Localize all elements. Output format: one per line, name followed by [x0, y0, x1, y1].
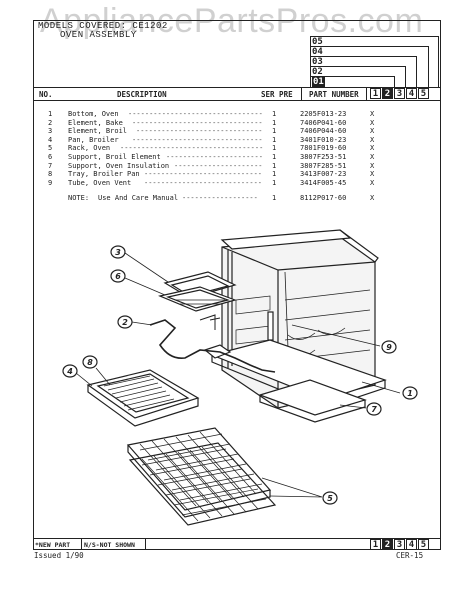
callout-label: 6 [115, 272, 121, 281]
table-row: 5 Rack, Oven ---------------------------… [48, 144, 375, 153]
model-box-2: 2 [382, 88, 393, 99]
note-row: NOTE: Use And Care Manual --------------… [68, 194, 375, 203]
issued-date: Issued 1/90 [34, 551, 84, 560]
revision-staircase: 05 04 03 02 01 [306, 34, 441, 88]
page-code: CER-15 [396, 551, 424, 560]
callout-circle [117, 315, 133, 329]
part-number: 3807F253-51 [300, 152, 347, 161]
part-description: Rack, Oven [68, 144, 111, 153]
callout-circle [110, 245, 126, 259]
part-number: 2205F013-23 [300, 110, 347, 118]
part-description: Support, Broil Element [68, 152, 161, 161]
table-row: 3 Element, Broil -----------------------… [48, 127, 375, 136]
note-description: Use And Care Manual [98, 194, 179, 203]
part-number: 3413F007-23 [300, 170, 347, 179]
part-number: 7801F019-60 [300, 144, 347, 153]
callout-circle [402, 386, 418, 400]
footer-model-box-5: 5 [418, 539, 429, 550]
watermark-text: AppliancePartsPros.com [40, 2, 424, 40]
new-part-label: *NEW PART [35, 541, 71, 549]
callout-label: 7 [371, 405, 377, 414]
models-covered-label: MODELS COVERED: CE1202 [38, 21, 168, 31]
part-number: 3414F005-45 [300, 178, 347, 187]
callout-circle [110, 269, 126, 283]
footer-model-box-2: 2 [382, 539, 393, 550]
table-row: 9 Tube, Oven Vent ----------------------… [48, 178, 375, 187]
part-description: Tube, Oven Vent [68, 178, 132, 187]
part-number: 3807F285-51 [300, 161, 347, 170]
table-row: 1 Bottom, Oven -------------------------… [48, 110, 375, 118]
part-description: Element, Bake [68, 118, 123, 127]
table-row: 4 Pan, Broiler -------------------------… [48, 135, 375, 144]
column-header-row: NO. DESCRIPTION SER PRE PART NUMBER 1 2 … [33, 87, 441, 101]
callout-label: 8 [87, 358, 93, 367]
part-number: 7406P044-60 [300, 127, 347, 136]
revision-label-02: 02 [312, 67, 323, 77]
model-box-3: 3 [394, 88, 405, 99]
part-description: Element, Broil [68, 127, 128, 136]
table-row: 7 Support, Oven Insulation -------------… [48, 161, 375, 170]
assembly-title: OVEN ASSEMBLY [60, 30, 137, 40]
model-box-4: 4 [406, 88, 417, 99]
col-part-number: PART NUMBER [309, 90, 359, 99]
parts-list: 1 Bottom, Oven -------------------------… [40, 110, 435, 203]
revision-label-05: 05 [312, 37, 323, 47]
table-row: 8 Tray, Broiler Pan --------------------… [48, 170, 375, 179]
table-row: 2 Element, Bake ------------------------… [48, 118, 375, 127]
part-number: 3401F010-23 [300, 135, 347, 144]
part-description: Pan, Broiler [68, 135, 119, 144]
callout-label: 5 [327, 494, 333, 503]
callout-label: 3 [115, 248, 121, 257]
footer-model-box-4: 4 [406, 539, 417, 550]
part-description: Support, Oven Insulation [68, 161, 170, 170]
col-no: NO. [39, 90, 53, 99]
callout-circle [82, 355, 98, 369]
not-shown-label: N/S-NOT SHOWN [84, 541, 135, 549]
callout-label: 9 [386, 343, 392, 352]
part-description: Bottom, Oven [68, 110, 119, 118]
callout-circle [366, 402, 382, 416]
callout-label: 4 [66, 367, 73, 376]
footer-model-box-3: 3 [394, 539, 405, 550]
note-label: NOTE: [68, 194, 90, 203]
model-box-1: 1 [370, 88, 381, 99]
footer-row: *NEW PART N/S-NOT SHOWN 1 2 3 4 5 [33, 538, 441, 550]
callout-label: 2 [122, 318, 128, 327]
model-box-5: 5 [418, 88, 429, 99]
callout-circle [62, 364, 78, 378]
revision-label-04: 04 [312, 47, 323, 57]
page-frame [33, 20, 441, 550]
col-ser-pre: SER PRE [261, 90, 293, 99]
callout-label: 1 [407, 389, 413, 398]
part-description: Tray, Broiler Pan [68, 170, 140, 179]
callout-circle [381, 340, 397, 354]
col-description: DESCRIPTION [117, 90, 167, 99]
footer-model-box-1: 1 [370, 539, 381, 550]
table-row: 6 Support, Broil Element ---------------… [48, 152, 375, 161]
part-number: 8112P017-60 [300, 194, 347, 203]
part-number: 7406P041-60 [300, 118, 347, 127]
revision-label-03: 03 [312, 57, 323, 67]
revision-label-01: 01 [312, 77, 325, 87]
callout-circle [322, 491, 338, 505]
